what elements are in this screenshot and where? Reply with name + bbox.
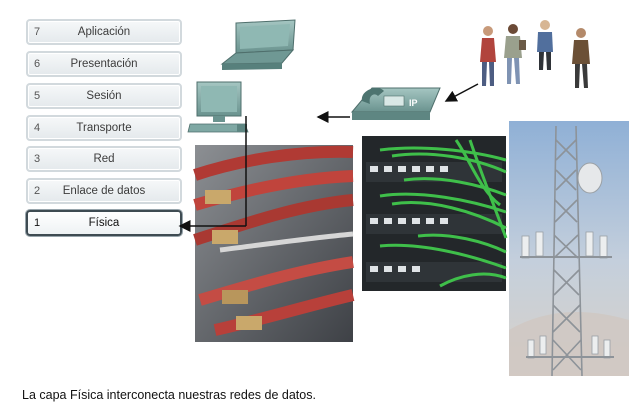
layer-presentacion[interactable]: 6 Presentación [26, 51, 182, 77]
layer-number: 7 [34, 26, 41, 38]
desktop-computer-icon [187, 81, 249, 133]
ip-phone-icon: IP [350, 87, 441, 120]
connection-arrows [178, 83, 479, 232]
layer-aplicacion[interactable]: 7 Aplicación [26, 19, 182, 45]
person-icon [504, 24, 526, 84]
layer-name: Aplicación [77, 26, 131, 38]
layer-number: 3 [34, 153, 41, 165]
layer-number: 1 [34, 217, 41, 229]
layer-number: 4 [34, 122, 41, 134]
people-group-icon [480, 20, 590, 88]
layer-number: 2 [34, 185, 41, 197]
person-icon [480, 26, 496, 86]
cell-tower-photo [509, 121, 629, 377]
layer-name: Enlace de datos [62, 185, 146, 197]
layer-name: Sesión [86, 90, 122, 102]
layer-number: 5 [34, 90, 41, 102]
layer-name: Presentación [70, 58, 138, 70]
phone-ip-label: IP [409, 98, 418, 108]
layer-number: 6 [34, 58, 41, 70]
person-icon [537, 20, 553, 70]
laptop-icon [220, 19, 296, 70]
layer-sesion[interactable]: 5 Sesión [26, 83, 182, 109]
layer-enlace-de-datos[interactable]: 2 Enlace de datos [26, 178, 182, 204]
person-icon [572, 28, 590, 88]
fiber-cable-photo [193, 145, 355, 342]
layer-name: Física [88, 217, 120, 229]
layer-name: Red [93, 153, 115, 165]
layer-transporte[interactable]: 4 Transporte [26, 115, 182, 141]
patch-panel-photo [362, 136, 508, 291]
figure-caption: La capa Física interconecta nuestras red… [22, 388, 316, 402]
layer-fisica[interactable]: 1 Física [26, 210, 182, 236]
layer-name: Transporte [76, 122, 132, 134]
layer-red[interactable]: 3 Red [26, 146, 182, 172]
